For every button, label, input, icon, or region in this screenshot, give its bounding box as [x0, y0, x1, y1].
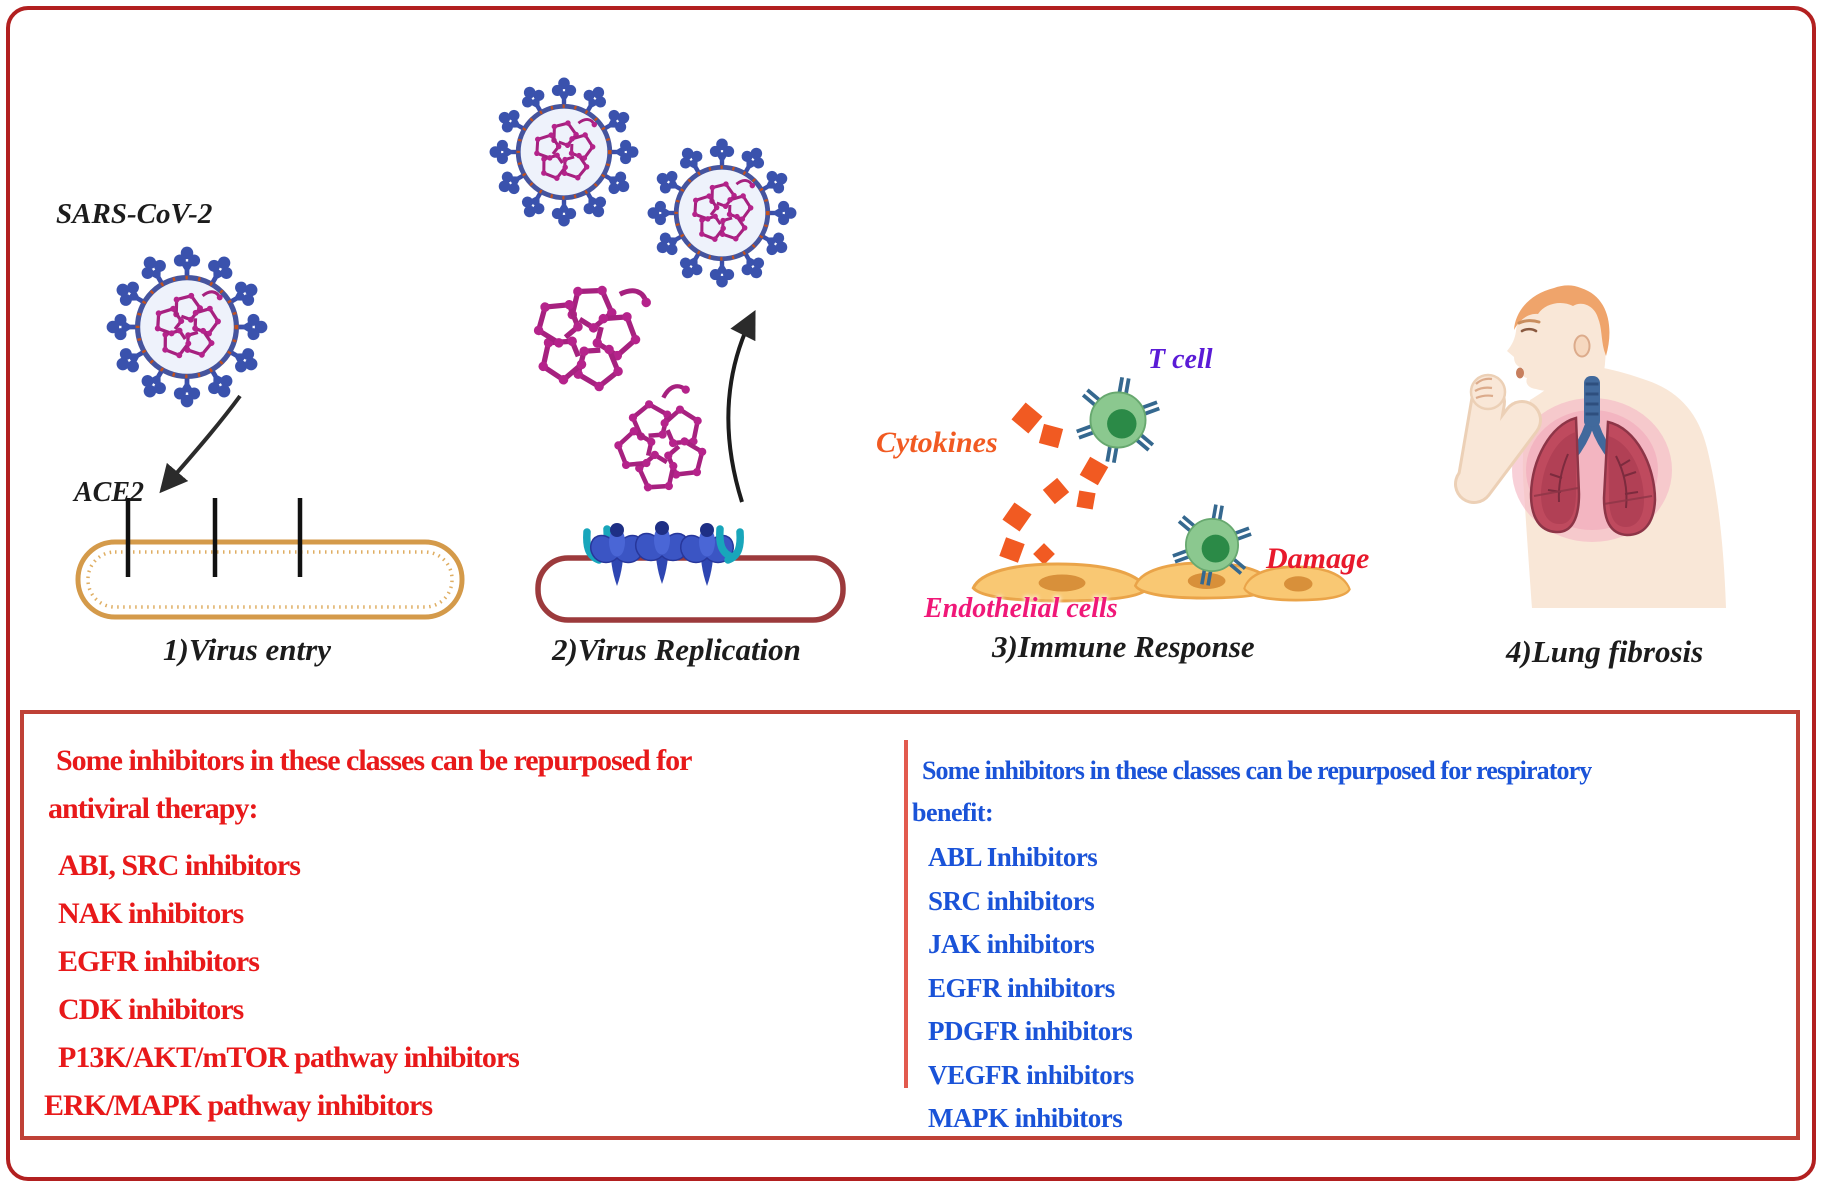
- ace2-label: ACE2: [74, 477, 145, 508]
- infected-cell-membrane-icon: [535, 555, 846, 623]
- respiratory-header-line1: Some inhibitors in these classes can be …: [922, 756, 1592, 785]
- fibrotic-lungs-icon: [1512, 376, 1672, 542]
- viral-rna-icon: [510, 263, 655, 408]
- stage1-caption: 1)Virus entry: [163, 632, 331, 667]
- raised-arm: [1454, 373, 1542, 504]
- list-item: EGFR inhibitors: [928, 972, 1115, 1003]
- respiratory-header-line2: benefit:: [912, 798, 994, 827]
- damage-label: Damage: [1266, 542, 1370, 575]
- list-item: PDGFR inhibitors: [928, 1016, 1133, 1046]
- column-divider: [904, 740, 908, 1088]
- new-virion-icon: [490, 78, 639, 227]
- new-virion-icon: [648, 139, 797, 288]
- list-item: NAK inhibitors: [58, 897, 244, 930]
- list-item: VEGFR inhibitors: [928, 1059, 1134, 1090]
- t-cell-label: T cell: [1148, 344, 1213, 375]
- ace2-receptor-icons: [125, 498, 303, 577]
- list-item: CDK inhibitors: [58, 993, 244, 1026]
- list-item: ABL Inhibitors: [928, 842, 1098, 872]
- stage2-caption: 2)Virus Replication: [552, 632, 801, 667]
- sars-cov-2-label: SARS-CoV-2: [56, 198, 213, 230]
- coughing-person-icon: [1454, 285, 1726, 608]
- sars-cov-2-virion-icon: [107, 247, 268, 408]
- head: [1507, 285, 1610, 396]
- outer-red-frame: [6, 6, 1816, 1181]
- antiviral-header-line1: Some inhibitors in these classes can be …: [56, 744, 692, 777]
- antiviral-inhibitor-list: ABI, SRC inhibitors NAK inhibitors EGFR …: [44, 842, 520, 1130]
- t-cell-icon: [1077, 377, 1160, 462]
- viral-rna-icon: [589, 376, 729, 516]
- list-item: SRC inhibitors: [928, 885, 1095, 916]
- inhibitors-box: [20, 710, 1800, 1140]
- virus-entry-arrow-icon: [159, 394, 242, 494]
- stage3-caption: 3)Immune Response: [992, 629, 1255, 664]
- list-item: EGFR inhibitors: [58, 945, 260, 978]
- replication-release-arrow-icon: [726, 310, 756, 503]
- host-cell-icon: [75, 539, 465, 620]
- stages-artwork: [75, 0, 1726, 623]
- list-item: JAK inhibitors: [928, 929, 1095, 959]
- list-item: ABI, SRC inhibitors: [58, 849, 301, 882]
- list-item: P13K/AKT/mTOR pathway inhibitors: [58, 1041, 520, 1074]
- list-item: MAPK inhibitors: [928, 1103, 1123, 1133]
- respiratory-inhibitor-list: ABL Inhibitors SRC inhibitors JAK inhibi…: [928, 836, 1134, 1141]
- endothelial-cells-label: Endothelial cells: [924, 593, 1118, 624]
- list-item: ERK/MAPK pathway inhibitors: [44, 1089, 433, 1122]
- stage4-caption: 4)Lung fibrosis: [1506, 634, 1704, 669]
- cytokines-label: Cytokines: [876, 426, 998, 459]
- antiviral-header-line2: antiviral therapy:: [48, 792, 258, 825]
